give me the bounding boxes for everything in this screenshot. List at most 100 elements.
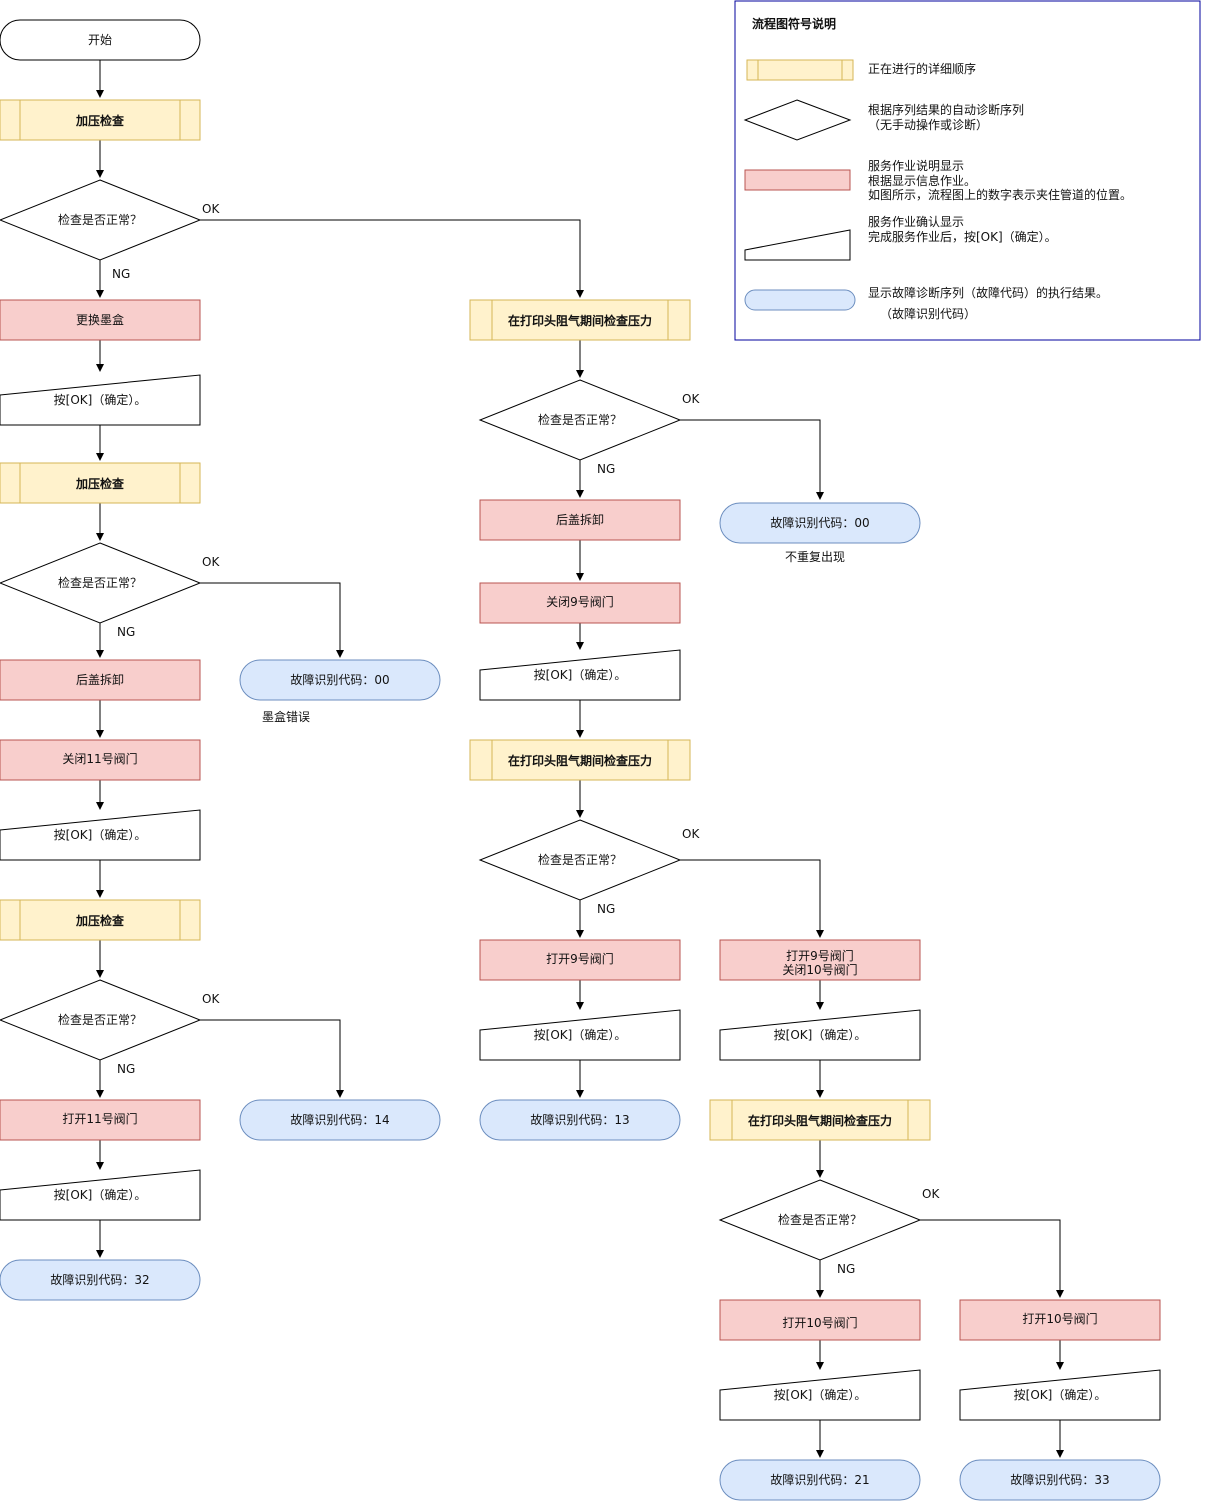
service-close-valve-9: 关闭9号阀门 <box>479 582 681 624</box>
legend-decision-symbol <box>743 99 852 141</box>
decision-label: 检查是否正常？ <box>58 212 142 227</box>
legend-confirm-line1: 服务作业确认显示 <box>868 214 964 229</box>
ok-label: OK <box>202 202 220 216</box>
legend-result-line1: 显示故障诊断序列（故障代码）的执行结果。 <box>868 285 1108 300</box>
result-code-13: 故障识别代码：13 <box>479 1099 681 1141</box>
cartridge-error-note: 墨盒错误 <box>262 709 310 724</box>
ok-label: OK <box>202 992 220 1006</box>
confirm-press-ok: 按[OK]（确定）。 <box>479 1009 681 1061</box>
result-label: 故障识别代码：21 <box>770 1472 869 1487</box>
process-pressure-check: 加压检查 <box>0 462 201 504</box>
service-label: 打开10号阀门 <box>1022 1311 1097 1326</box>
confirm-press-ok: 按[OK]（确定）。 <box>0 374 201 426</box>
process-label: 在打印头阻气期间检查压力 <box>748 1113 892 1128</box>
confirm-press-ok: 按[OK]（确定）。 <box>0 809 201 861</box>
ng-label: NG <box>597 462 615 476</box>
legend-result-symbol <box>744 289 856 311</box>
service-label: 关闭9号阀门 <box>546 594 614 609</box>
decision-label: 检查是否正常？ <box>778 1212 862 1227</box>
confirm-label: 按[OK]（确定）。 <box>54 1187 147 1202</box>
result-code-33: 故障识别代码：33 <box>959 1459 1161 1501</box>
service-label: 打开10号阀门 <box>782 1315 857 1330</box>
no-recurrence-note: 不重复出现 <box>785 550 845 564</box>
process-label: 加压检查 <box>75 476 125 491</box>
process-head-pressure-check: 在打印头阻气期间检查压力 <box>709 1099 931 1141</box>
result-label: 故障识别代码：32 <box>50 1272 149 1287</box>
ng-label: NG <box>112 267 130 281</box>
confirm-label: 按[OK]（确定）。 <box>774 1027 867 1042</box>
decision-label: 检查是否正常？ <box>58 1012 142 1027</box>
start-label: 开始 <box>88 33 112 47</box>
confirm-label: 按[OK]（确定）。 <box>1014 1387 1107 1402</box>
legend-panel: 流程图符号说明 正在进行的详细顺序 根据序列结果的自动诊断序列 （无手动操作或诊… <box>734 0 1201 341</box>
service-label: 打开11号阀门 <box>62 1111 137 1126</box>
legend-service-line2: 根据显示信息作业。 <box>868 173 976 188</box>
confirm-press-ok: 按[OK]（确定）。 <box>719 1369 921 1421</box>
legend-process-text: 正在进行的详细顺序 <box>868 61 976 76</box>
service-remove-rear-cover: 后盖拆卸 <box>479 499 681 541</box>
result-code-00: 故障识别代码：00 <box>719 502 921 544</box>
process-head-pressure-check: 在打印头阻气期间检查压力 <box>469 739 691 781</box>
decision-label: 检查是否正常？ <box>58 575 142 590</box>
legend-service-symbol <box>744 169 851 191</box>
service-label: 关闭11号阀门 <box>62 751 137 766</box>
ng-label: NG <box>837 1262 855 1276</box>
ng-label: NG <box>117 1062 135 1076</box>
decision-is-normal: 检查是否正常？ <box>0 542 202 624</box>
service-open-valve-11: 打开11号阀门 <box>0 1099 201 1141</box>
connector <box>680 859 824 938</box>
legend-confirm-symbol <box>744 229 851 261</box>
ok-label: OK <box>202 555 220 569</box>
process-label: 加压检查 <box>75 113 125 128</box>
service-close-valve-11: 关闭11号阀门 <box>0 739 201 781</box>
result-label: 故障识别代码：14 <box>290 1112 389 1127</box>
service-label: 后盖拆卸 <box>556 512 604 527</box>
process-pressure-check: 加压检查 <box>0 99 201 141</box>
legend-process-symbol <box>746 59 854 81</box>
result-label: 故障识别代码：13 <box>530 1112 629 1127</box>
legend-title: 流程图符号说明 <box>752 16 836 31</box>
service-label-line2: 关闭10号阀门 <box>782 962 857 977</box>
process-head-pressure-check: 在打印头阻气期间检查压力 <box>469 299 691 341</box>
connector <box>680 419 824 500</box>
result-code-32: 故障识别代码：32 <box>0 1259 201 1301</box>
legend-confirm-line2: 完成服务作业后，按[OK]（确定）。 <box>868 229 1057 244</box>
service-remove-rear-cover: 后盖拆卸 <box>0 659 201 701</box>
connector <box>200 219 584 298</box>
confirm-press-ok: 按[OK]（确定）。 <box>479 649 681 701</box>
service-label: 后盖拆卸 <box>76 672 124 687</box>
decision-is-normal: 检查是否正常？ <box>0 979 202 1061</box>
confirm-label: 按[OK]（确定）。 <box>54 392 147 407</box>
result-label: 故障识别代码：00 <box>770 515 869 530</box>
decision-is-normal: 检查是否正常？ <box>478 819 682 901</box>
result-code-14: 故障识别代码：14 <box>239 1099 441 1141</box>
decision-is-normal: 检查是否正常？ <box>478 379 682 461</box>
process-label: 加压检查 <box>75 913 125 928</box>
ng-label: NG <box>117 625 135 639</box>
confirm-press-ok: 按[OK]（确定）。 <box>959 1369 1161 1421</box>
legend-result-line2: （故障识别代码） <box>880 306 976 321</box>
decision-label: 检查是否正常？ <box>538 412 622 427</box>
result-label: 故障识别代码：00 <box>290 672 389 687</box>
result-code-21: 故障识别代码：21 <box>719 1459 921 1501</box>
process-label: 在打印头阻气期间检查压力 <box>508 753 652 768</box>
start-node: 开始 <box>0 19 201 61</box>
result-code-00: 故障识别代码：00 <box>239 659 441 701</box>
service-label: 打开9号阀门 <box>546 951 614 966</box>
service-open-valve-9: 打开9号阀门 <box>479 939 681 981</box>
process-pressure-check: 加压检查 <box>0 899 201 941</box>
service-open-valve-10: 打开10号阀门 <box>959 1299 1161 1341</box>
ok-label: OK <box>922 1187 940 1201</box>
connector <box>920 1219 1064 1298</box>
connectors <box>96 60 1064 1458</box>
ok-label: OK <box>682 392 700 406</box>
result-label: 故障识别代码：33 <box>1010 1472 1109 1487</box>
legend-service-line1: 服务作业说明显示 <box>868 158 964 173</box>
ok-label: OK <box>682 827 700 841</box>
service-label-line1: 打开9号阀门 <box>786 948 854 963</box>
confirm-press-ok: 按[OK]（确定）。 <box>0 1169 201 1221</box>
confirm-label: 按[OK]（确定）。 <box>774 1387 867 1402</box>
service-label: 更换墨盒 <box>76 312 124 327</box>
legend-decision-line1: 根据序列结果的自动诊断序列 <box>868 102 1024 117</box>
